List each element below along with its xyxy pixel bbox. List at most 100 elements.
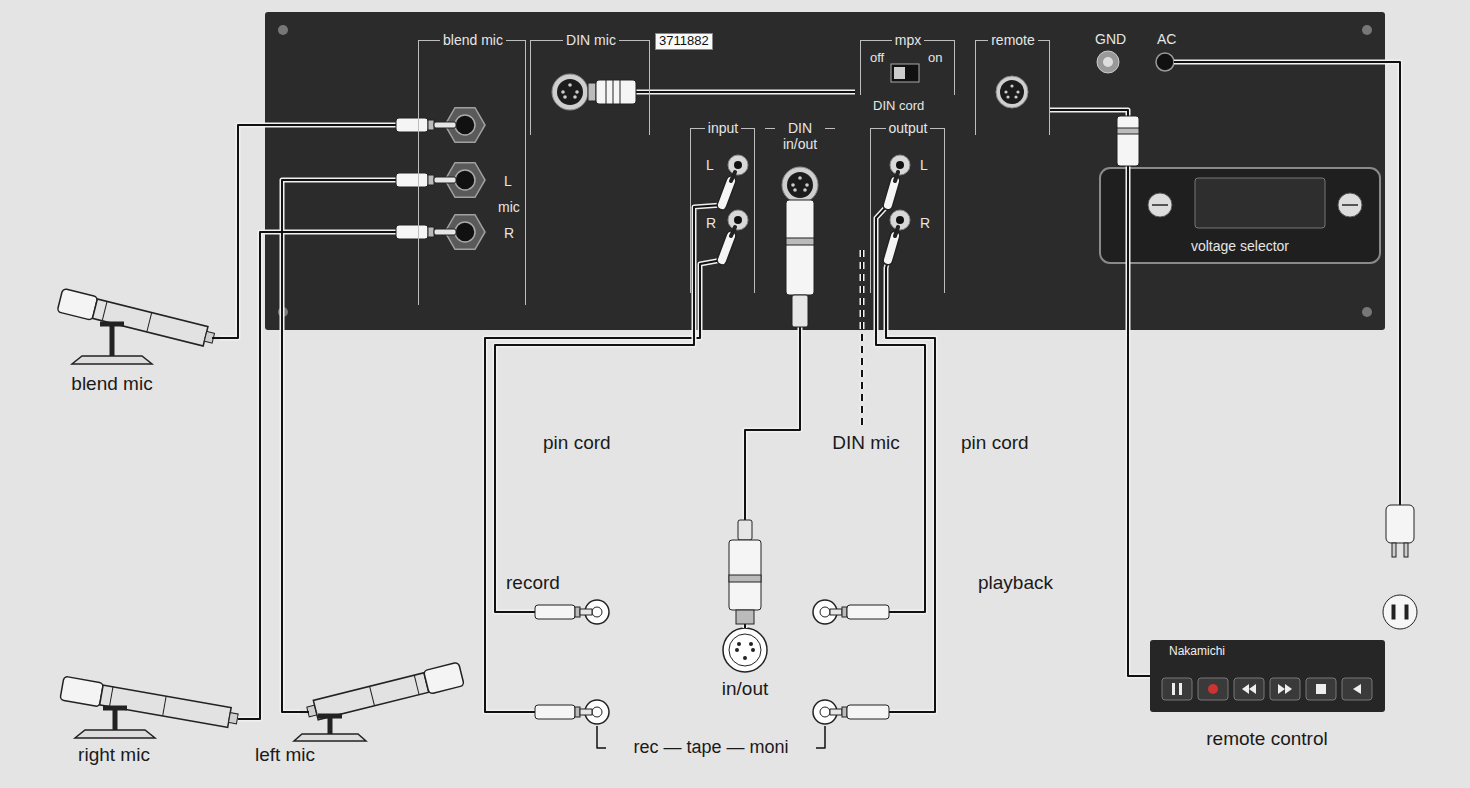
- mpx-switch: [891, 64, 919, 82]
- din-socket: [552, 74, 1028, 203]
- panel-label: mpx: [892, 32, 924, 48]
- phono-jack: playback: [813, 600, 837, 624]
- microphone: right mic: [52, 672, 238, 740]
- panel-label: DIN mic: [563, 32, 619, 48]
- voltage-selector: voltage selector: [1100, 168, 1380, 263]
- din-socket: [782, 167, 818, 203]
- cable-run: [299, 711, 309, 713]
- tape-din-socket: [737, 642, 741, 646]
- microphone-drawing: [102, 301, 107, 320]
- panel-label: output: [886, 120, 931, 136]
- mpx-switch: [894, 67, 905, 79]
- din-socket: [787, 172, 813, 198]
- jack-bracket: inputLR: [690, 128, 755, 293]
- phono-jack: [734, 216, 742, 224]
- din-socket: in/out: [723, 628, 767, 672]
- mains-plug: [1392, 543, 1396, 557]
- mpx-switch: [891, 64, 919, 82]
- microphone-drawing: [57, 288, 216, 350]
- mic-plug: [396, 225, 428, 239]
- remote-control-body: [1353, 684, 1361, 694]
- voltage-selector-plate: [1195, 178, 1325, 228]
- tape-plug: [580, 609, 592, 615]
- cable-run: [635, 90, 855, 95]
- jack-group-label: rec — tape — moni: [630, 737, 791, 758]
- tape-plug: [575, 607, 580, 617]
- tape-plug: [535, 605, 889, 719]
- cable-run: [861, 250, 863, 425]
- din-socket: [1006, 95, 1009, 98]
- tape-jack: [820, 607, 830, 617]
- remote-control-body: [1150, 640, 1385, 712]
- voltage-selector-plate: [1338, 193, 1362, 217]
- tape-plug: [842, 707, 847, 717]
- tape-plug: [575, 707, 580, 717]
- mic-plug: [434, 122, 456, 128]
- brand-name: Nakamichi: [1166, 645, 1228, 659]
- microphone-drawing: [110, 687, 113, 707]
- tape-jack: [585, 600, 837, 724]
- rear-panel: [1362, 25, 1372, 35]
- din-socket: [552, 74, 588, 110]
- mic-plug: [428, 227, 434, 237]
- voltage-selector-plate: [1148, 193, 1172, 217]
- din-plug: [1117, 116, 1139, 166]
- rear-panel: [1362, 307, 1372, 317]
- cable-halo: [495, 293, 694, 612]
- mic-jack: [455, 222, 475, 242]
- ac-inlet: [1156, 53, 1174, 71]
- din-socket: [798, 176, 802, 180]
- microphone-drawing: [423, 662, 464, 694]
- microphone-drawing: [72, 356, 152, 364]
- microphone-drawing: [100, 324, 124, 356]
- mains-plug: [1383, 505, 1417, 629]
- tape-plug: [830, 709, 842, 715]
- cable-run: [886, 260, 935, 712]
- socket-bracket: remote: [975, 40, 1050, 135]
- phono-jack: [896, 161, 904, 169]
- panel-label: R: [501, 225, 517, 241]
- cable: [238, 232, 418, 719]
- remote-control-body: [1242, 684, 1249, 694]
- ground-terminal: [1103, 57, 1113, 67]
- switch-bracket: mpxoffon: [860, 40, 955, 95]
- phono-plug: [722, 172, 898, 260]
- cable: [282, 180, 418, 712]
- tape-plug: [535, 605, 575, 619]
- tape-din-socket: [723, 628, 767, 672]
- mains-plug: [1386, 505, 1414, 543]
- cable-halo: [1050, 110, 1150, 676]
- mic-plug: [428, 120, 434, 130]
- microphone-drawing: [313, 673, 428, 720]
- panel-label: on: [925, 51, 945, 66]
- microphone-drawing: [414, 675, 419, 694]
- ground-terminal: [1097, 51, 1119, 73]
- panel-label: L: [703, 157, 717, 173]
- cable: [1050, 110, 1150, 676]
- mains-plug: [1383, 595, 1417, 629]
- remote-control-body: [1285, 684, 1292, 694]
- remote-control-body: [1150, 640, 1385, 712]
- part-label: playback: [975, 572, 1056, 594]
- din-plug: [736, 610, 754, 624]
- din-socket: [575, 90, 579, 94]
- jack-bracket: outputLR: [870, 128, 945, 293]
- remote-control-body: [1342, 678, 1372, 700]
- remote-control-body: [1270, 678, 1300, 700]
- cable-run: [212, 62, 1400, 748]
- phono-plug: [731, 172, 898, 236]
- cable-run: [485, 260, 722, 712]
- tape-din-socket: [729, 634, 761, 666]
- cable-run: [860, 250, 865, 425]
- cable-run: [886, 260, 935, 712]
- panel-label: L: [917, 157, 931, 173]
- remote-control-body: [1162, 678, 1192, 700]
- microphone-drawing: [318, 716, 342, 734]
- din-plug: [1117, 128, 1139, 134]
- panel-label: R: [703, 215, 719, 231]
- remote-control-body: [1278, 684, 1285, 694]
- cord-label: pin cord: [958, 432, 1032, 454]
- panel-label: DIN in/out: [775, 120, 825, 152]
- phono-jack: [896, 216, 904, 224]
